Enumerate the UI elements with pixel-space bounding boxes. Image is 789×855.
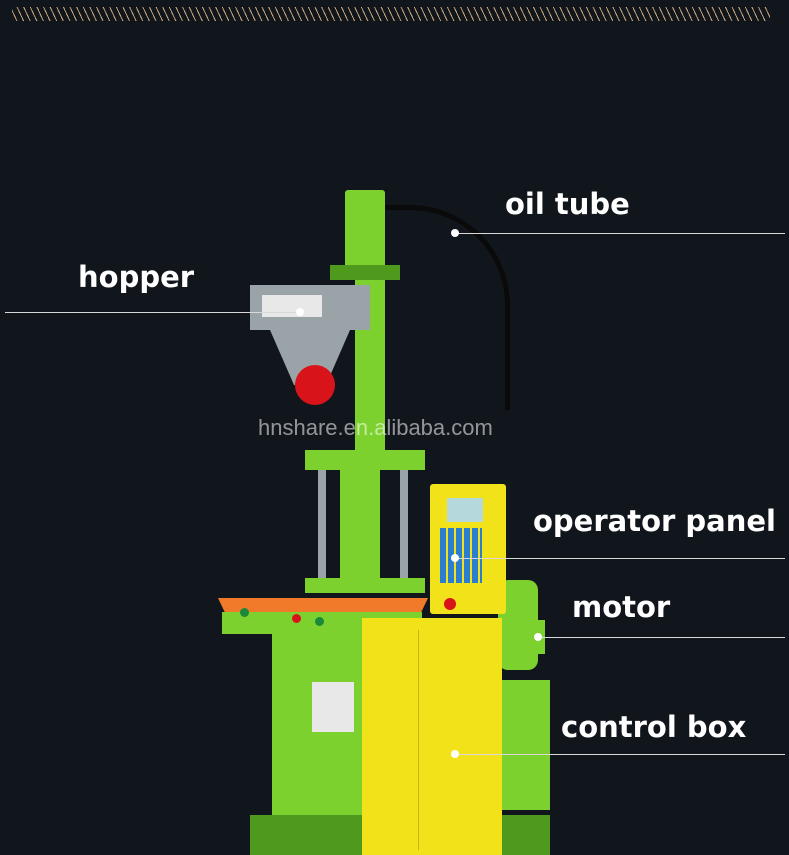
label-oil-tube: oil tube <box>505 187 630 221</box>
leader-line-hopper <box>5 312 300 313</box>
leader-line-control-box <box>455 754 785 755</box>
label-control-box: control box <box>561 710 747 744</box>
decorative-stripe <box>12 7 770 21</box>
watermark: hnshare.en.alibaba.com <box>258 415 493 440</box>
pointer-dot-oil-tube <box>451 229 459 237</box>
pointer-dot-motor <box>534 633 542 641</box>
label-hopper: hopper <box>78 260 195 294</box>
label-operator-panel: operator panel <box>533 504 776 538</box>
pointer-dot-control-box <box>451 750 459 758</box>
leader-line-oil-tube <box>455 233 785 234</box>
leader-line-motor <box>538 637 785 638</box>
pointer-dot-operator-panel <box>451 554 459 562</box>
label-motor: motor <box>572 590 671 624</box>
pointer-dot-hopper <box>296 308 304 316</box>
leader-line-operator-panel <box>455 558 785 559</box>
